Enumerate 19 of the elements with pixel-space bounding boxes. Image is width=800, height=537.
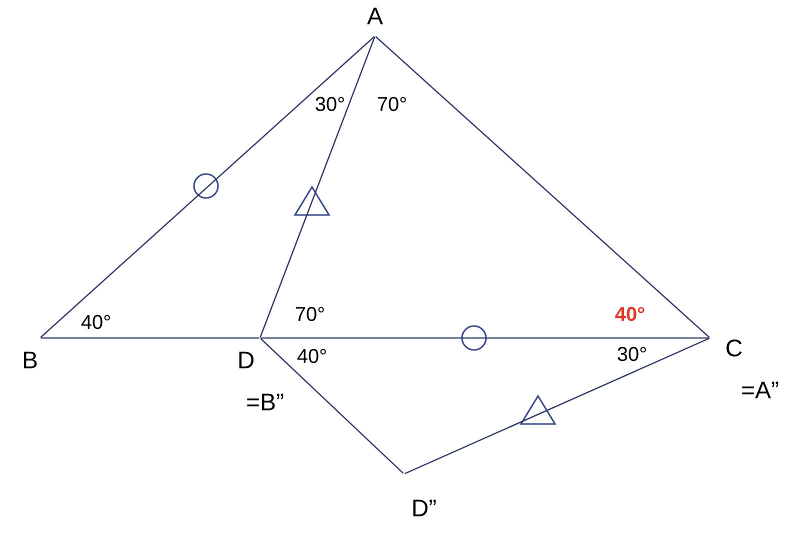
point-label: D =B” [239, 352, 284, 410]
angle-label: 40° [81, 314, 110, 330]
line-segment [40, 36, 375, 338]
line-segment [260, 337, 710, 339]
line-segment [260, 36, 376, 338]
point-label: C =A” [726, 340, 778, 398]
point-label: D” [413, 500, 436, 516]
angle-label: 40° [297, 348, 326, 364]
line-segment [260, 338, 404, 474]
point-label: A [367, 8, 383, 24]
angle-label: 70° [296, 306, 324, 322]
line-segment [40, 337, 260, 339]
line-segment [404, 338, 710, 474]
angle-label: 70° [378, 96, 406, 112]
angle-label: 30° [316, 96, 344, 112]
angle-label: 30° [618, 346, 646, 362]
angle-label: 40° [615, 306, 644, 322]
point-label: B [24, 352, 37, 368]
line-segment [375, 36, 710, 338]
